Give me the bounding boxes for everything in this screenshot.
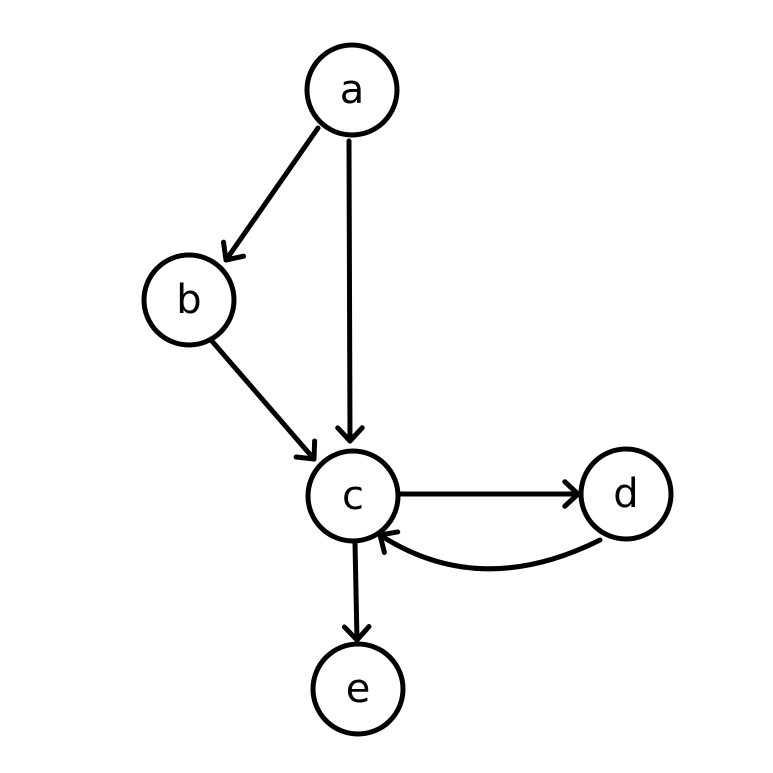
node-label-b: b bbox=[176, 277, 201, 323]
node-circle-d bbox=[578, 446, 674, 542]
edges-layer bbox=[208, 125, 603, 643]
arrowhead-icon bbox=[293, 438, 318, 462]
arrowhead-icon bbox=[562, 479, 581, 509]
node-circle-c bbox=[305, 448, 401, 544]
edge-a-b bbox=[221, 125, 321, 263]
arrowhead-icon bbox=[221, 239, 247, 263]
edge-a-c bbox=[335, 138, 365, 444]
node-circle-a bbox=[304, 42, 400, 138]
node-label-e: e bbox=[346, 666, 371, 712]
arrowhead-icon bbox=[341, 624, 372, 643]
edge-c-d bbox=[398, 479, 581, 509]
edge-line-a-b bbox=[223, 125, 321, 263]
edge-b-c bbox=[208, 337, 318, 462]
edge-line-d-c bbox=[377, 532, 603, 572]
edge-line-a-c bbox=[346, 138, 353, 444]
node-label-d: d bbox=[613, 471, 638, 517]
node-circle-b bbox=[141, 252, 237, 348]
arrowhead-icon bbox=[335, 425, 365, 444]
edge-line-c-e bbox=[352, 540, 360, 643]
node-b: b bbox=[141, 252, 237, 348]
node-label-c: c bbox=[342, 473, 364, 519]
edge-d-c bbox=[377, 529, 603, 572]
node-label-a: a bbox=[340, 67, 365, 113]
nodes-layer: a b c d e bbox=[141, 42, 674, 737]
node-a: a bbox=[304, 42, 400, 138]
edge-c-e bbox=[341, 540, 372, 643]
node-circle-e bbox=[310, 641, 406, 737]
edge-line-b-c bbox=[208, 337, 317, 462]
node-d: d bbox=[578, 446, 674, 542]
node-c: c bbox=[305, 448, 401, 544]
node-e: e bbox=[310, 641, 406, 737]
